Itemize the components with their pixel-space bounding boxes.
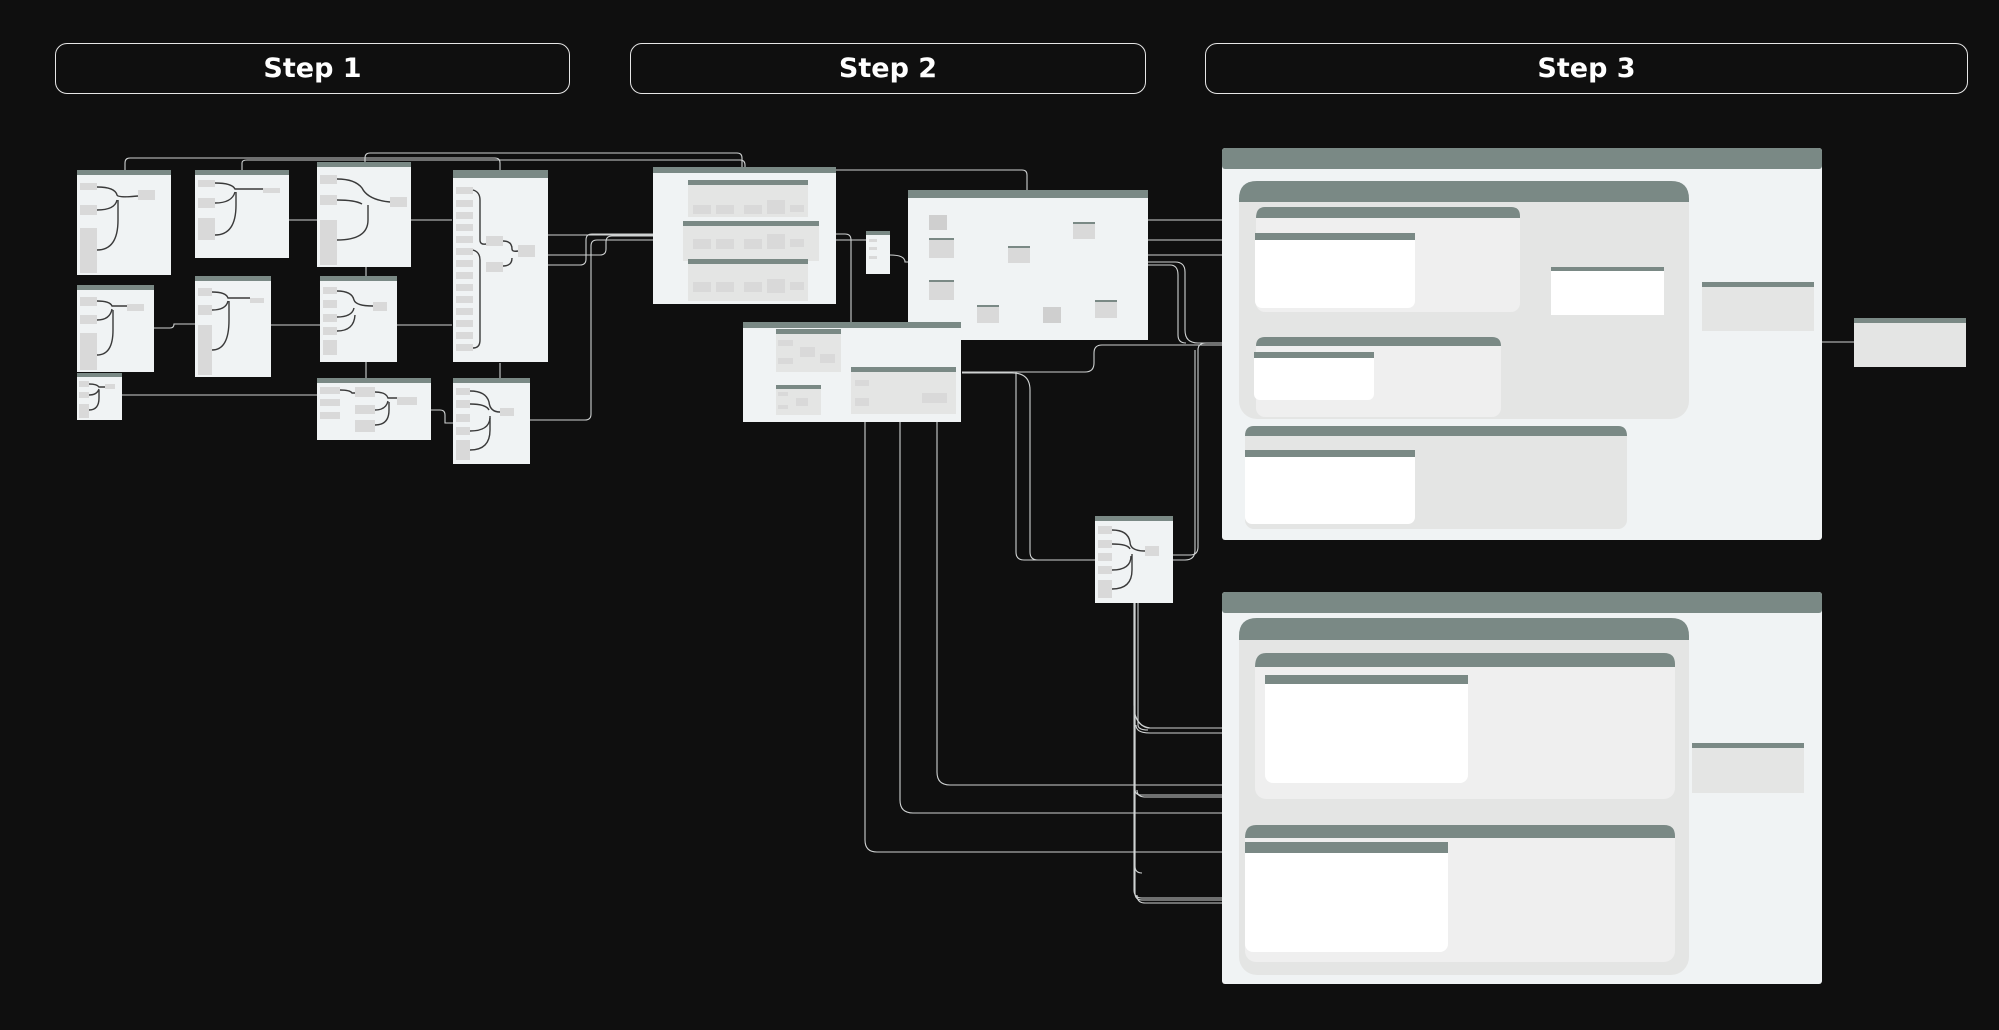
node[interactable] (195, 276, 271, 377)
output-node[interactable] (1854, 318, 1966, 367)
step-3-header: Step 3 (1205, 43, 1968, 94)
node[interactable] (743, 322, 961, 422)
node[interactable] (77, 170, 171, 275)
node[interactable] (77, 373, 122, 420)
group-panel[interactable] (1222, 148, 1822, 540)
step-2-label: Step 2 (838, 53, 938, 84)
step-3-label: Step 3 (1537, 53, 1636, 84)
node[interactable] (77, 285, 154, 372)
node[interactable] (866, 231, 890, 274)
node[interactable] (195, 170, 289, 258)
node[interactable] (1095, 516, 1173, 603)
step-1-nodes (77, 162, 548, 464)
node[interactable] (317, 162, 411, 267)
node[interactable] (320, 276, 397, 362)
step-1-label: Step 1 (263, 53, 362, 84)
node[interactable] (317, 378, 431, 440)
node[interactable] (908, 190, 1148, 340)
step-1-header: Step 1 (55, 43, 570, 94)
node[interactable] (453, 170, 548, 362)
group-panel[interactable] (1222, 592, 1822, 984)
step-2-header: Step 2 (630, 43, 1146, 94)
step-3-panels (1222, 148, 1966, 984)
node[interactable] (653, 167, 836, 304)
step-2-nodes (653, 167, 1173, 603)
node[interactable] (453, 378, 530, 464)
